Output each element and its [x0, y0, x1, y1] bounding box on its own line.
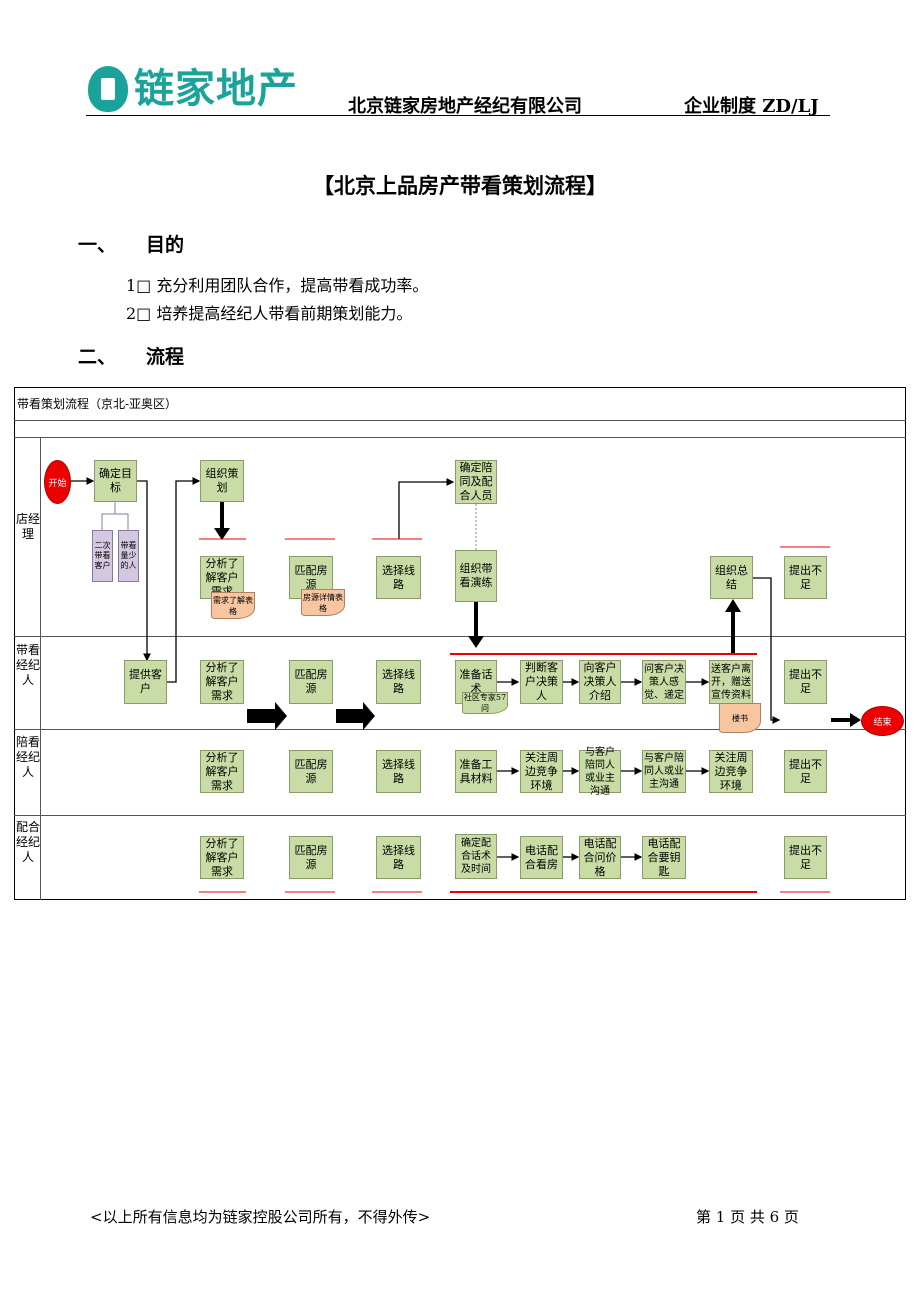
- brochure-doc: 楼书: [719, 703, 761, 733]
- lane-divider: [14, 815, 906, 816]
- policy-code: 企业制度 ZD/LJ: [684, 96, 819, 117]
- section2-title: 流程: [146, 346, 185, 368]
- confirm-goal-box: 确定目标: [94, 460, 137, 502]
- phone-price-box: 电话配合问价格: [579, 836, 621, 879]
- logo-icon: [88, 66, 128, 112]
- header-divider: [86, 115, 830, 116]
- deficiency-box: 提出不足: [784, 750, 827, 793]
- lane-cooperate: 配合经纪人: [16, 820, 41, 864]
- match-listing-box: 匹配房源: [289, 750, 333, 793]
- lane-agent: 带看经纪人: [16, 643, 41, 687]
- watch-competition-box: 关注周边竞争环境: [520, 750, 563, 793]
- lane-manager: 店经理: [16, 512, 41, 541]
- organize-plan-box: 组织策划: [200, 460, 244, 502]
- analyze-needs-box: 分析了解客户需求: [200, 660, 244, 704]
- communicate-box: 与客户陪同人或业主沟通: [579, 747, 621, 797]
- match-listing-box: 匹配房源: [289, 836, 333, 879]
- confirm-staff-box: 确定陪同及配合人员: [455, 460, 497, 504]
- ask-feeling-box: 问客户决策人感觉、递定: [642, 660, 686, 704]
- select-route-box: 选择线路: [376, 836, 421, 879]
- select-route-box: 选择线路: [376, 556, 421, 599]
- needs-form-doc: 需求了解表格: [211, 592, 255, 619]
- analyze-needs-box: 分析了解客户需求: [200, 836, 244, 879]
- list-item: 2□ 培养提高经纪人带看前期策划能力。: [126, 304, 413, 323]
- logo-text: 链家地产: [134, 66, 298, 112]
- expert-doc: 社区专家57问: [462, 692, 508, 714]
- section2-number: 二、: [78, 346, 117, 368]
- end-node: 结束: [861, 706, 904, 736]
- drill-box: 组织带看演练: [455, 550, 497, 602]
- page-number: 第 1 页 共 6 页: [696, 1208, 799, 1226]
- watch-competition-box: 关注周边竞争环境: [709, 750, 753, 793]
- listing-form-doc: 房源详情表格: [301, 589, 345, 616]
- prepare-tools-box: 准备工具材料: [455, 750, 497, 793]
- judge-decider-box: 判断客户决策人: [520, 660, 563, 704]
- deficiency-box: 提出不足: [784, 556, 827, 599]
- section1-title: 目的: [146, 234, 185, 256]
- select-route-box: 选择线路: [376, 660, 421, 704]
- company-name: 北京链家房地产经纪有限公司: [348, 96, 582, 117]
- match-listing-box: 匹配房源: [289, 660, 333, 704]
- section1-number: 一、: [78, 234, 117, 256]
- row-divider: [14, 437, 906, 438]
- communicate-box: 与客户陪同人或业主沟通: [642, 750, 686, 793]
- row-divider: [14, 420, 906, 421]
- deficiency-box: 提出不足: [784, 836, 827, 879]
- footer-notice: <以上所有信息均为链家控股公司所有，不得外传>: [90, 1208, 431, 1226]
- provide-client-box: 提供客户: [124, 660, 167, 704]
- list-item: 1□ 充分利用团队合作，提高带看成功率。: [126, 276, 429, 295]
- sub-goal-box: 二次带看客户: [92, 530, 113, 582]
- summary-box: 组织总结: [710, 556, 753, 599]
- flowchart-title: 带看策划流程（京北-亚奥区）: [17, 397, 178, 411]
- start-node: 开始: [44, 460, 71, 504]
- flowchart: [14, 387, 906, 900]
- phone-viewing-box: 电话配合看房: [520, 836, 563, 879]
- select-route-box: 选择线路: [376, 750, 421, 793]
- deficiency-box: 提出不足: [784, 660, 827, 704]
- analyze-needs-box: 分析了解客户需求: [200, 750, 244, 793]
- introduce-box: 向客户决策人介绍: [579, 660, 621, 704]
- lane-header-divider: [40, 437, 41, 900]
- sub-goal-box: 带看量少的人: [118, 530, 139, 582]
- page-title: 【北京上品房产带看策划流程】: [313, 173, 607, 198]
- lane-divider: [14, 729, 906, 730]
- phone-keys-box: 电话配合要钥匙: [642, 836, 686, 879]
- lane-divider: [14, 636, 906, 637]
- lane-companion: 陪看经纪人: [16, 735, 41, 779]
- send-off-box: 送客户离开，赠送宣传资料: [709, 660, 753, 704]
- confirm-script-box: 确定配合话术及时间: [455, 834, 497, 879]
